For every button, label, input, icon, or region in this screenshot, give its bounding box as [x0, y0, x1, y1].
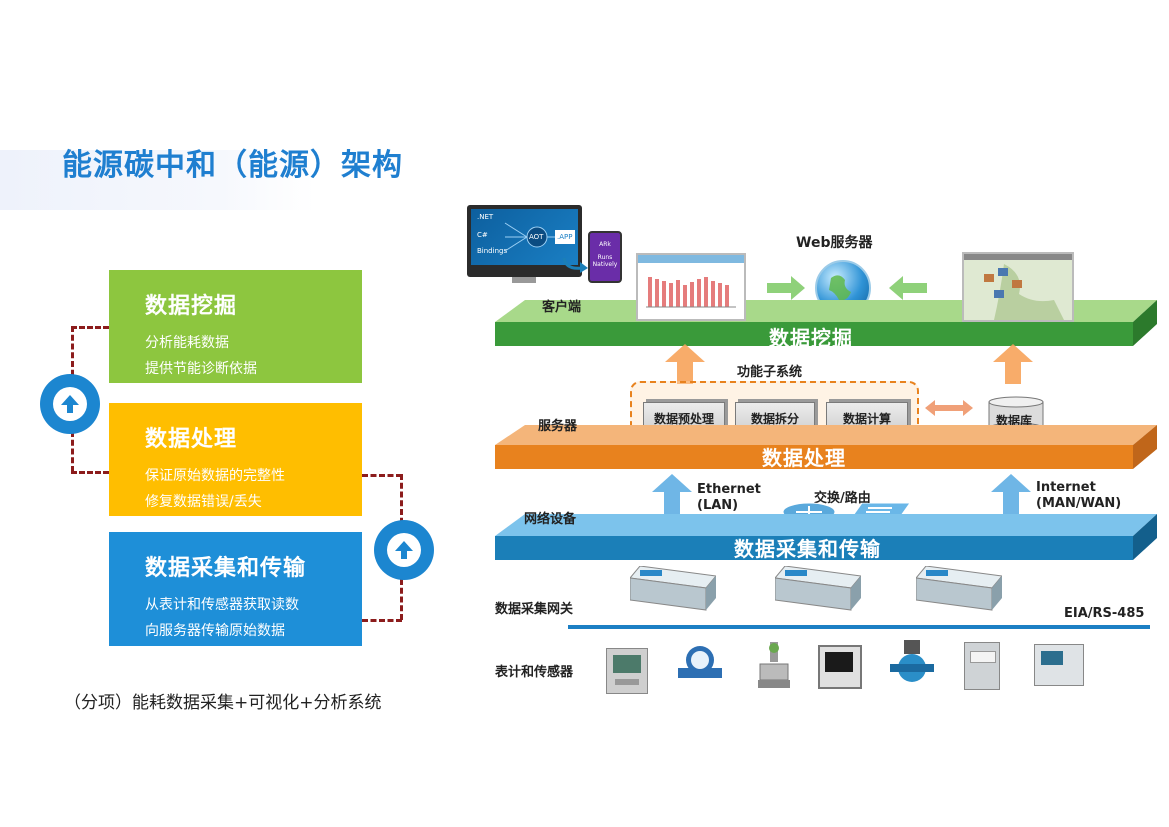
monitor-aot: AOT	[529, 233, 544, 241]
phone-line2: Runs	[597, 254, 613, 261]
power-meter-icon	[606, 648, 648, 694]
double-arrow-icon	[925, 400, 973, 416]
database-label: 数据库	[996, 414, 1033, 428]
card-heading: 数据采集和传输	[145, 556, 307, 581]
meters-label: 表计和传感器	[495, 665, 574, 680]
arrow-left-icon	[889, 276, 927, 300]
switch-label: 交换/路由	[814, 491, 871, 506]
subsystem-label: 功能子系统	[737, 365, 803, 380]
connector-left-bottom	[71, 471, 109, 474]
water-meter-icon	[678, 642, 722, 690]
caption: （分项）能耗数据采集+可视化+分析系统	[64, 693, 382, 713]
monitor-cs: C#	[477, 231, 488, 239]
title-band	[0, 150, 315, 210]
internet-line2: (MAN/WAN)	[1036, 496, 1122, 511]
network-label: 网络设备	[524, 512, 577, 527]
collection-platform	[495, 514, 1157, 560]
phone-line1: ARk	[599, 241, 611, 248]
web-server-label: Web服务器	[796, 235, 873, 251]
monitor-net: .NET	[477, 213, 494, 221]
card-data-processing: 数据处理 保证原始数据的完整性 修复数据错误/丢失	[109, 403, 362, 516]
map-screen	[962, 252, 1074, 322]
page-title: 能源碳中和（能源）架构	[62, 148, 403, 183]
arrow-right-icon	[767, 276, 805, 300]
mining-platform-label: 数据挖掘	[769, 326, 853, 350]
gateway-icon	[629, 565, 717, 618]
client-label: 客户端	[542, 300, 582, 315]
up-arrow-icon	[40, 374, 100, 434]
gateway-icon	[774, 565, 862, 618]
ethernet-line2: (LAN)	[697, 498, 739, 513]
monitor-icon: .NET C# Bindings AOT .APP	[467, 205, 582, 283]
card-data-collection: 数据采集和传输 从表计和传感器获取读数 向服务器传输原始数据	[109, 532, 362, 646]
gas-meter-icon	[964, 642, 1000, 690]
up-arrow-icon	[374, 520, 434, 580]
controller-icon	[1034, 644, 1084, 686]
bus-line	[568, 625, 1150, 629]
monitor-bindings: Bindings	[477, 247, 508, 255]
chart-screen	[636, 253, 746, 321]
card-line: 保证原始数据的完整性	[145, 468, 285, 484]
card-line: 提供节能诊断依据	[145, 361, 257, 377]
gateway-icon	[915, 565, 1003, 618]
ethernet-label: Ethernet (LAN)	[697, 482, 761, 514]
internet-line1: Internet	[1036, 480, 1096, 495]
monitor-app: .APP	[557, 233, 573, 241]
processing-platform	[495, 425, 1157, 469]
gateway-label: 数据采集网关	[495, 602, 574, 617]
power-analyzer-icon	[818, 645, 862, 689]
bus-label: EIA/RS-485	[1064, 606, 1145, 621]
internet-label: Internet (MAN/WAN)	[1036, 480, 1121, 512]
connector-left-top	[71, 326, 109, 329]
flowmeter-icon	[890, 640, 934, 690]
ethernet-line1: Ethernet	[697, 482, 761, 497]
card-data-mining: 数据挖掘 分析能耗数据 提供节能诊断依据	[109, 270, 362, 383]
phone-line3: Natively	[592, 261, 618, 268]
card-line: 分析能耗数据	[145, 335, 229, 351]
flow-sensor-icon	[758, 642, 790, 692]
card-heading: 数据挖掘	[145, 294, 238, 319]
phone-icon: ARk Runs Natively	[588, 231, 622, 283]
collection-platform-label: 数据采集和传输	[734, 537, 881, 561]
processing-platform-label: 数据处理	[762, 446, 846, 470]
connector-right-top	[362, 474, 402, 477]
up-arrow-icon	[652, 474, 692, 514]
card-line: 向服务器传输原始数据	[145, 623, 285, 639]
card-line: 修复数据错误/丢失	[145, 494, 262, 510]
up-arrow-icon	[991, 474, 1031, 514]
card-heading: 数据处理	[145, 427, 238, 452]
server-label: 服务器	[538, 419, 578, 434]
up-arrow-icon	[993, 344, 1033, 384]
connector-right-bottom	[362, 619, 402, 622]
curved-arrow-icon	[562, 257, 588, 273]
up-arrow-icon	[665, 344, 705, 384]
card-line: 从表计和传感器获取读数	[145, 597, 299, 613]
